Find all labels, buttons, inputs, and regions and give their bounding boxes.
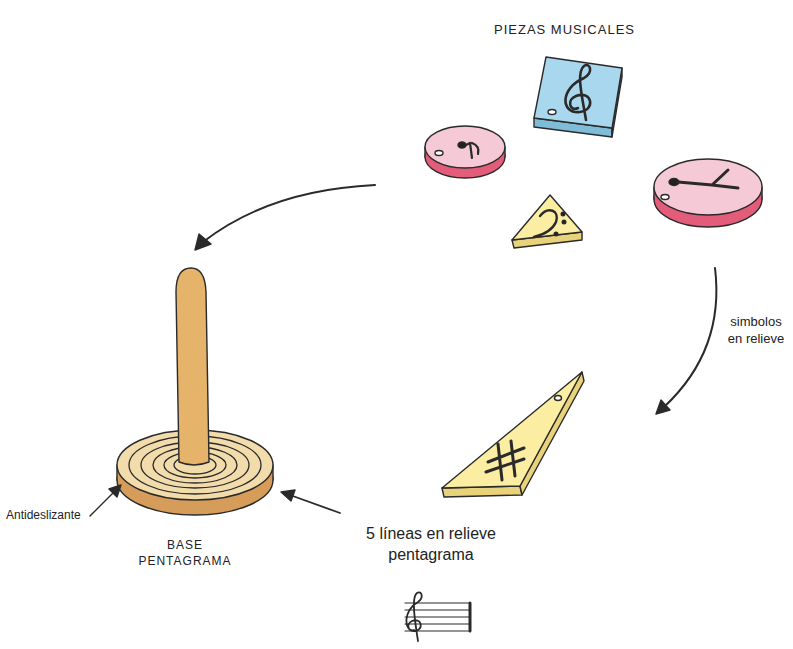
eighth-note-symbol (466, 143, 478, 158)
illustration-group (90, 57, 762, 641)
arrow-head (109, 485, 121, 497)
treble-clef-symbol (565, 65, 590, 120)
hole (555, 396, 562, 401)
callout-label: 5 líneas en relieve pentagrama (346, 524, 516, 566)
hole (435, 151, 443, 156)
arrow-head (656, 400, 670, 414)
clef-dot (561, 212, 565, 216)
pink-piece-top (425, 126, 505, 168)
yellow-piece-top (442, 372, 582, 488)
flow-arrow (203, 185, 375, 242)
arrow-head (195, 234, 211, 250)
hole (548, 110, 556, 115)
blue-piece-top (534, 57, 622, 128)
hole (661, 195, 669, 200)
note-head (458, 142, 466, 148)
heading-label: PIEZAS MUSICALES (494, 22, 674, 39)
bar-line (469, 603, 472, 631)
treble-clef-symbol (406, 592, 421, 641)
flow-arrow (664, 268, 716, 407)
beamed-notes-symbol (678, 170, 738, 188)
staff-symbol (405, 592, 470, 641)
yellow-piece-top (512, 195, 582, 240)
callout-label: simbolos en relieve (724, 314, 788, 348)
clef-dot (562, 220, 566, 224)
leader-arrow (290, 495, 340, 513)
arrow-head (281, 490, 295, 501)
part-label: BASE PENTAGRAMA (125, 538, 245, 569)
leader-arrow (90, 491, 115, 516)
part-label: Antideslizante (6, 508, 96, 524)
pink-piece-top (654, 159, 762, 215)
bass-clef-symbol (534, 210, 557, 237)
relief-symbol (486, 441, 524, 480)
clef-dot (554, 232, 558, 236)
peg (176, 268, 209, 465)
